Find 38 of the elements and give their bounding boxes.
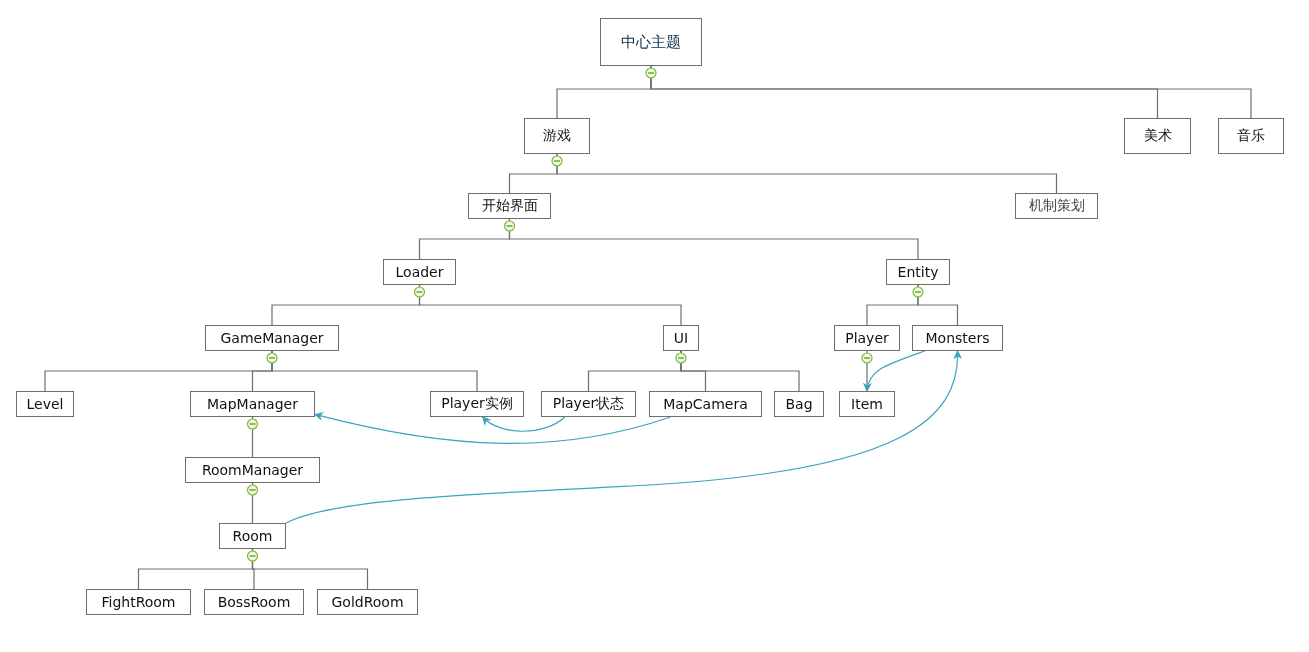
connector-line xyxy=(650,65,1252,119)
topic-box: BossRoom xyxy=(204,589,304,615)
arrow xyxy=(314,412,672,444)
connector-line xyxy=(508,218,919,260)
topic-box: Room xyxy=(219,523,286,549)
topic-box: Player状态 xyxy=(541,391,636,417)
topic-box: Player实例 xyxy=(430,391,524,417)
topic-box: MapManager xyxy=(190,391,315,417)
topic-box: RoomManager xyxy=(185,457,320,483)
topic-box: FightRoom xyxy=(86,589,191,615)
connector-line xyxy=(680,350,800,392)
topic-box: Item xyxy=(839,391,895,417)
topic-box: Loader xyxy=(383,259,456,285)
topic-box: Monsters xyxy=(912,325,1003,351)
topic-box: 开始界面 xyxy=(468,193,551,219)
topic-box: UI xyxy=(663,325,699,351)
topic-box: 游戏 xyxy=(524,118,590,154)
arrow xyxy=(481,416,566,432)
topic-box: Bag xyxy=(774,391,824,417)
topic-box: 美术 xyxy=(1124,118,1191,154)
topic-box: Player xyxy=(834,325,900,351)
connector-line xyxy=(917,284,959,326)
connector-line xyxy=(251,482,254,524)
arrow xyxy=(863,350,926,392)
topic-box: Entity xyxy=(886,259,950,285)
connector-line xyxy=(251,416,254,458)
connector-line xyxy=(271,350,478,392)
connector-line xyxy=(418,284,682,326)
arrow xyxy=(285,350,962,524)
topic-box: GameManager xyxy=(205,325,339,351)
topic-box: Level xyxy=(16,391,74,417)
connector-line xyxy=(556,153,1058,194)
topic-box: GoldRoom xyxy=(317,589,418,615)
topic-box: 机制策划 xyxy=(1015,193,1098,219)
connector-line xyxy=(251,548,369,590)
topic-box: MapCamera xyxy=(649,391,762,417)
topic-box: 音乐 xyxy=(1218,118,1284,154)
topic-box: 中心主题 xyxy=(600,18,702,66)
